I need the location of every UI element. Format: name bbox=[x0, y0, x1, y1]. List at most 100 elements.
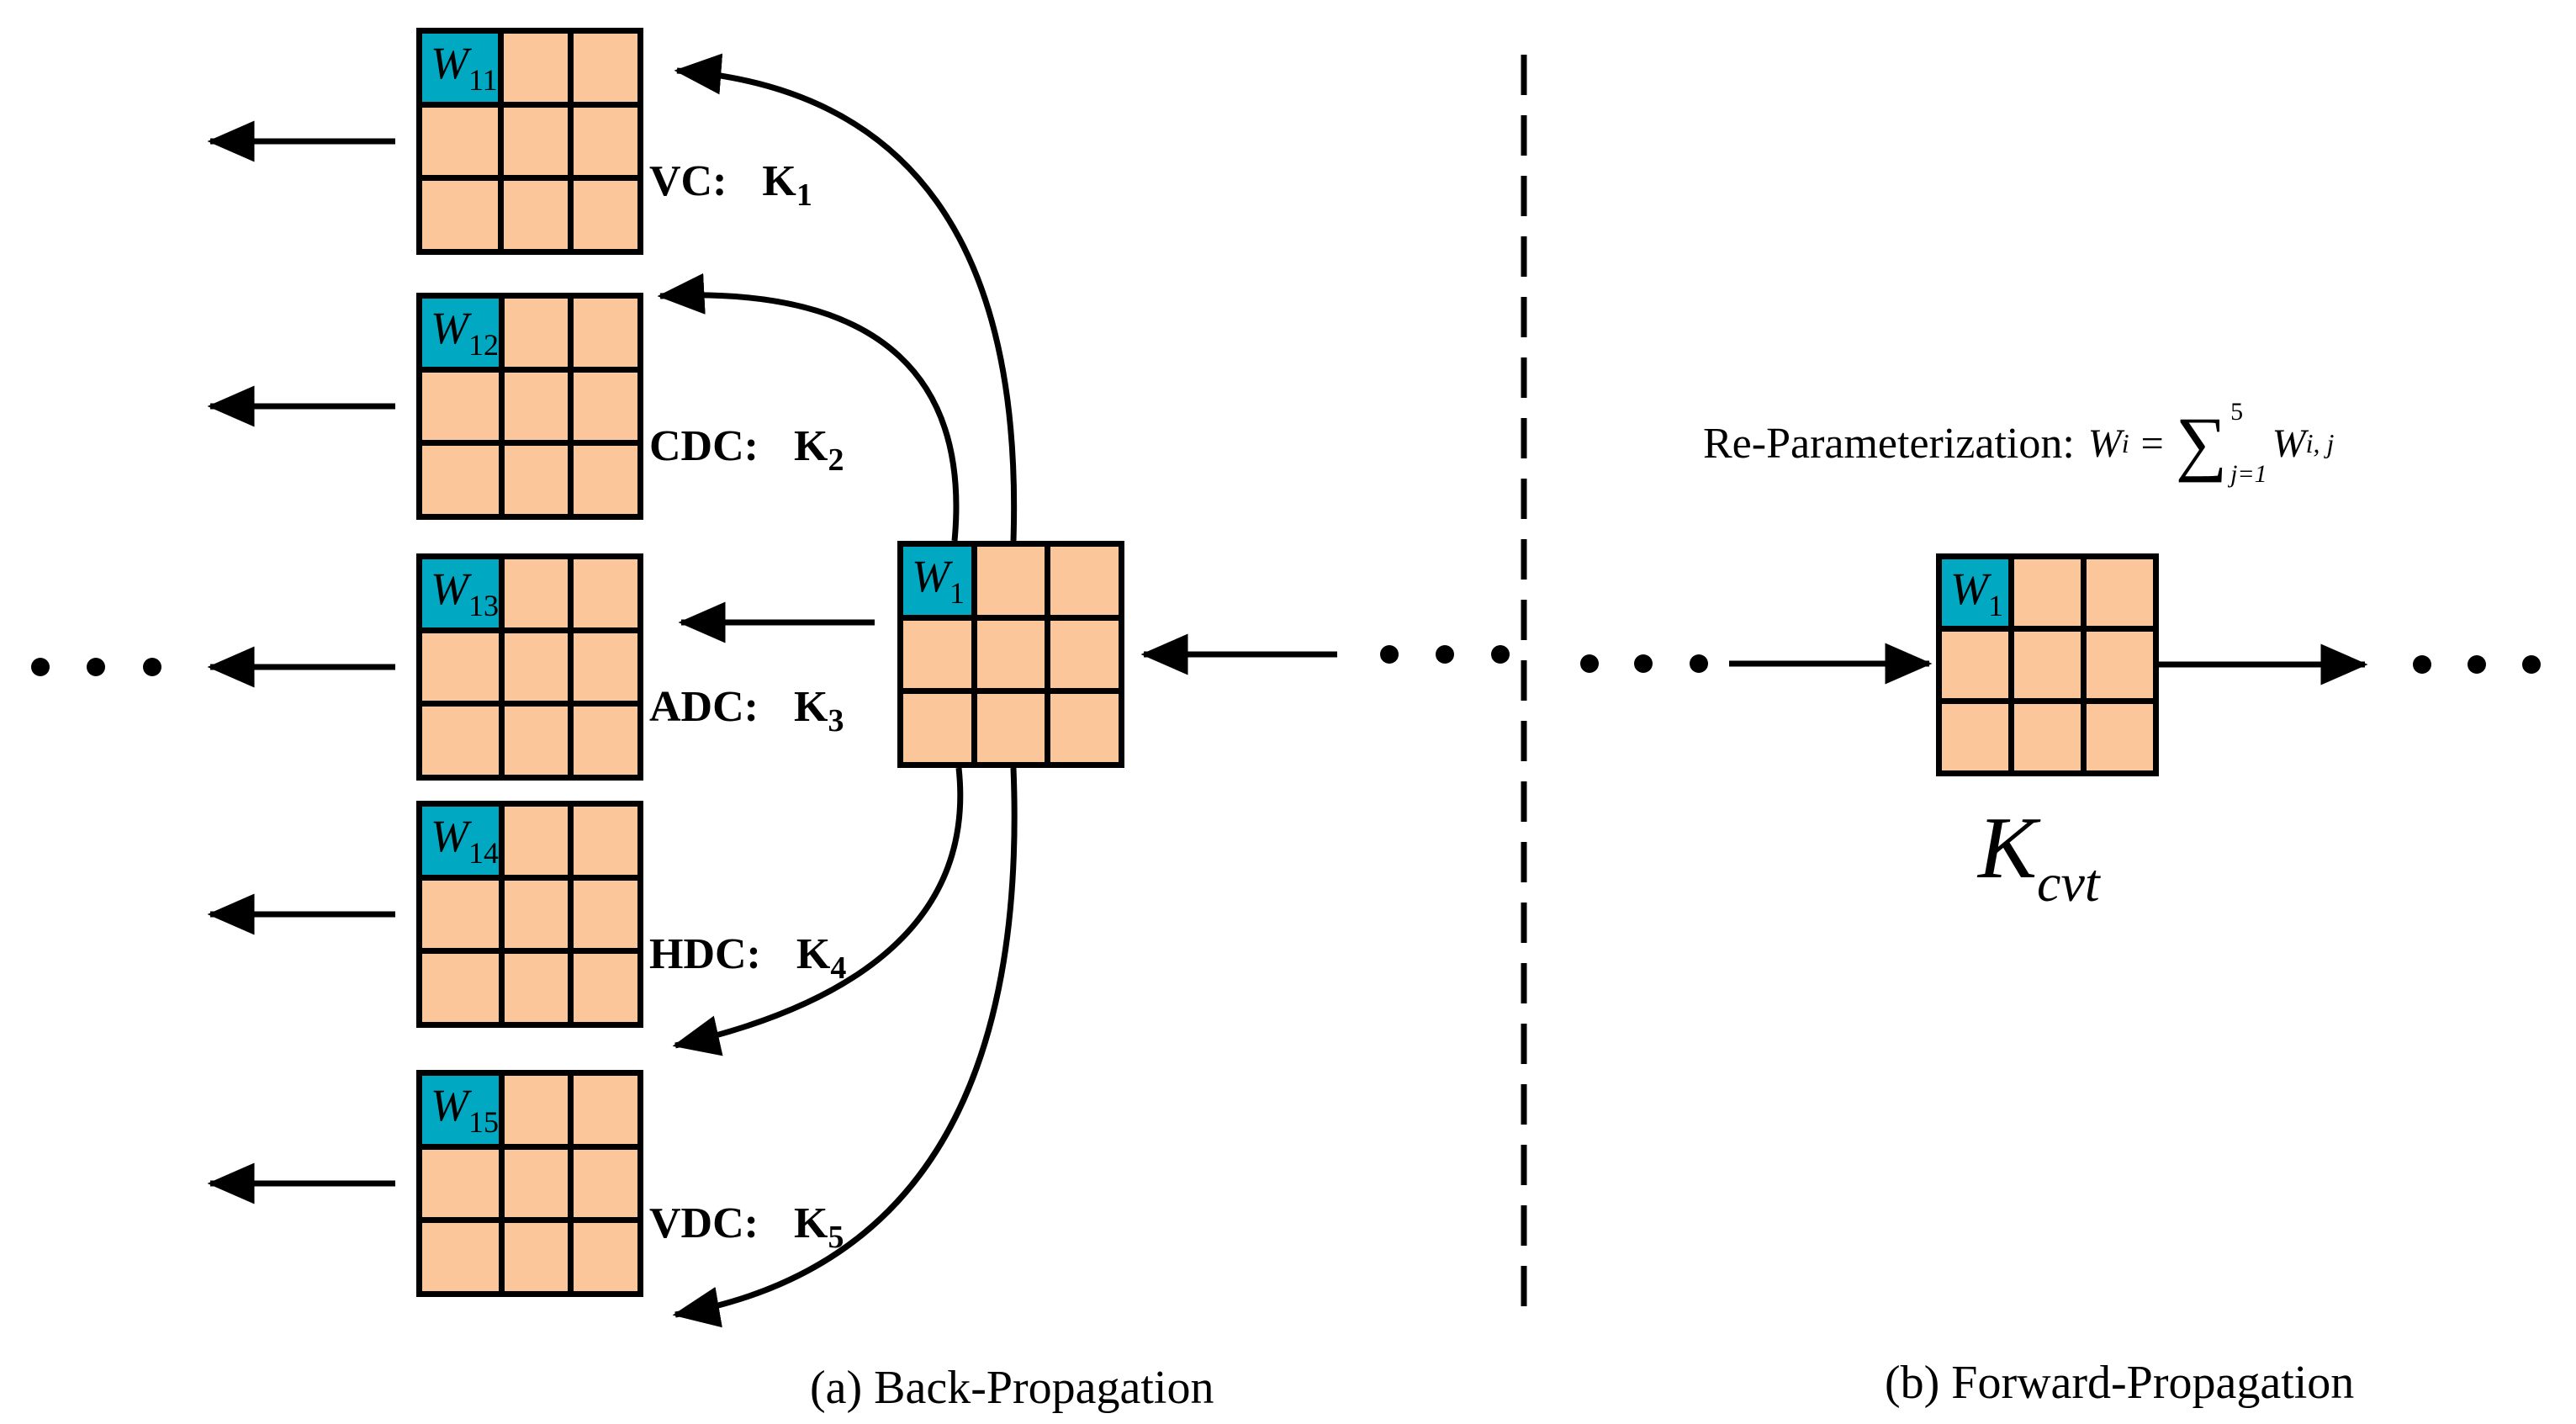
kernel-cell bbox=[504, 299, 569, 367]
kernel-grid-k2: W12 bbox=[416, 293, 643, 520]
kernel-cell bbox=[422, 1149, 499, 1218]
kernel-cell bbox=[504, 633, 569, 701]
branch-label-hdc: HDC: K4 bbox=[649, 929, 847, 986]
curve-w1-to-k2 bbox=[657, 273, 960, 542]
kernel-cell bbox=[2014, 704, 2081, 770]
kernel-cell bbox=[422, 954, 499, 1022]
kernel-cell bbox=[574, 707, 637, 775]
branch-label-vdc: VDC: K5 bbox=[649, 1199, 844, 1255]
kernel-cell bbox=[574, 880, 637, 949]
kernel-cell bbox=[573, 34, 637, 102]
kernel-cell bbox=[573, 181, 637, 249]
branch-name: VDC: bbox=[649, 1199, 759, 1247]
weight-cell-highlighted: W14 bbox=[422, 807, 499, 875]
branch-name: ADC: bbox=[649, 683, 759, 731]
ellipsis-dot bbox=[1380, 645, 1399, 664]
ellipsis-dot bbox=[1491, 645, 1510, 664]
weight-cell-highlighted: W1 bbox=[1942, 559, 2008, 626]
kernel-cell bbox=[574, 633, 637, 701]
back-propagation-connectors bbox=[31, 53, 1510, 1328]
kernel-cell bbox=[422, 446, 499, 514]
kernel-cell bbox=[504, 880, 569, 949]
curve-w1-to-k4 bbox=[672, 767, 964, 1056]
kernel-cell bbox=[903, 620, 971, 689]
kernel-cell bbox=[2087, 632, 2153, 698]
ellipsis-dot bbox=[31, 658, 50, 676]
kernel-cell bbox=[574, 299, 637, 367]
branch-label-vc: VC: K1 bbox=[649, 156, 812, 213]
caption-forward-propagation: (b) Forward-Propagation bbox=[1885, 1357, 2355, 1409]
kernel-grid-k3: W13 bbox=[416, 553, 643, 781]
kernel-cell bbox=[574, 1076, 637, 1144]
kernel-cell bbox=[503, 107, 568, 176]
branch-name: VC: bbox=[649, 157, 727, 205]
kernel-cell bbox=[903, 694, 971, 762]
kernel-cell bbox=[1942, 632, 2008, 698]
branch-name: HDC: bbox=[649, 930, 761, 978]
kernel-symbol: K4 bbox=[796, 930, 847, 986]
kernel-cell bbox=[504, 1223, 569, 1291]
kernel-cell bbox=[976, 547, 1045, 615]
kernel-cell bbox=[504, 559, 569, 627]
curve-w1-to-k5 bbox=[672, 767, 1018, 1328]
weight-cell-highlighted: W11 bbox=[422, 34, 498, 102]
kernel-cell bbox=[1050, 694, 1119, 762]
ellipsis-dot bbox=[1580, 654, 1599, 673]
kernel-cell bbox=[976, 694, 1045, 762]
kernel-cell bbox=[2087, 704, 2153, 770]
kernel-symbol: K2 bbox=[793, 422, 844, 478]
caption-back-propagation: (a) Back-Propagation bbox=[810, 1362, 1214, 1414]
kernel-cell bbox=[976, 620, 1045, 689]
kernel-cell bbox=[574, 807, 637, 875]
branch-label-cdc: CDC:K2 bbox=[649, 421, 844, 478]
kernel-cell bbox=[1942, 704, 2008, 770]
kernel-cell bbox=[1050, 547, 1119, 615]
kernel-cell bbox=[422, 707, 499, 775]
kcvt-label: Kcvt bbox=[1978, 798, 2100, 913]
ellipsis-dot bbox=[1436, 645, 1454, 664]
kernel-cell bbox=[504, 1076, 569, 1144]
kernel-cell bbox=[1050, 620, 1119, 689]
weight-cell-highlighted: W1 bbox=[903, 547, 971, 615]
sigma-symbol: ∑ bbox=[2175, 402, 2228, 484]
ellipsis-dot bbox=[1690, 654, 1708, 673]
kernel-symbol: K1 bbox=[762, 157, 812, 213]
kernel-cell bbox=[2014, 559, 2081, 626]
curve-w1-to-k1 bbox=[674, 53, 1018, 542]
kernel-cell bbox=[574, 372, 637, 441]
kernel-grid-w1-shared: W1 bbox=[897, 541, 1124, 768]
weight-cell-highlighted: W13 bbox=[422, 559, 499, 627]
formula-prefix: Re-Parameterization: bbox=[1703, 419, 2075, 468]
kernel-cell bbox=[573, 107, 637, 176]
kernel-cell bbox=[422, 633, 499, 701]
kernel-cell bbox=[2014, 632, 2081, 698]
weight-cell-highlighted: W15 bbox=[422, 1076, 499, 1144]
kernel-cell bbox=[574, 1149, 637, 1218]
kernel-cell bbox=[504, 954, 569, 1022]
kernel-symbol: K5 bbox=[793, 1199, 844, 1255]
kernel-cell bbox=[503, 181, 568, 249]
kernel-cell bbox=[574, 559, 637, 627]
ellipsis-dot bbox=[2522, 655, 2541, 674]
kernel-cell bbox=[574, 1223, 637, 1291]
kernel-grid-k4: W14 bbox=[416, 801, 643, 1028]
kernel-cell bbox=[504, 446, 569, 514]
kernel-cell bbox=[574, 954, 637, 1022]
ellipsis-dot bbox=[2468, 655, 2486, 674]
kernel-cell bbox=[504, 372, 569, 441]
kernel-cell bbox=[503, 34, 568, 102]
kernel-cell bbox=[504, 807, 569, 875]
ellipsis-dot bbox=[87, 658, 105, 676]
weight-cell-highlighted: W12 bbox=[422, 299, 499, 367]
kernel-grid-k5: W15 bbox=[416, 1070, 643, 1297]
kernel-cell bbox=[504, 707, 569, 775]
kernel-cell bbox=[2087, 559, 2153, 626]
kernel-cell bbox=[422, 1223, 499, 1291]
kernel-cell bbox=[574, 446, 637, 514]
ellipsis-dot bbox=[143, 658, 161, 676]
kernel-cell bbox=[422, 880, 499, 949]
